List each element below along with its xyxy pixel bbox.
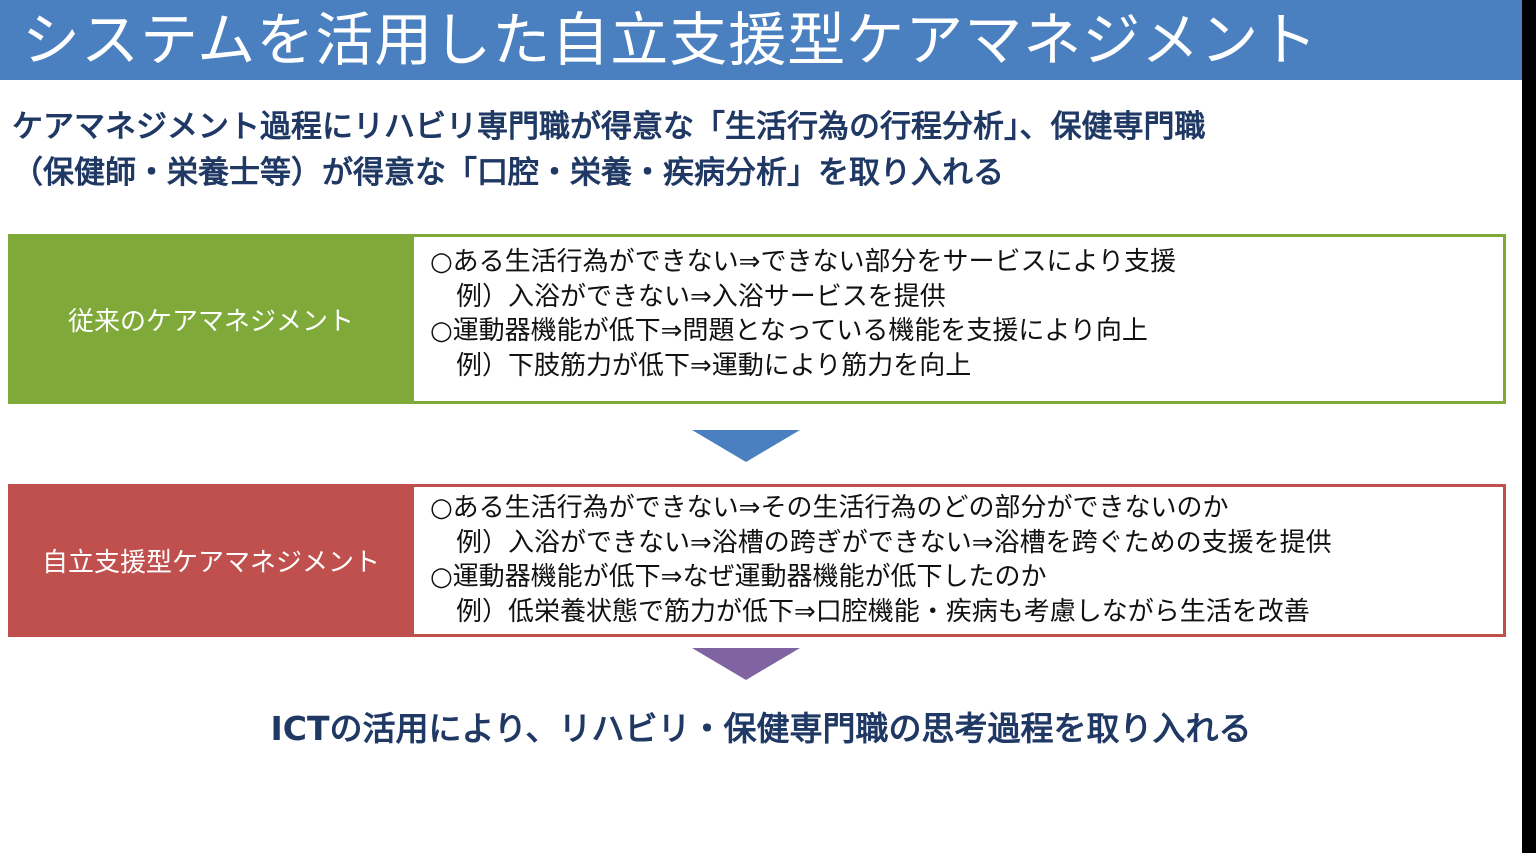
traditional-care-management-label: 従来のケアマネジメント bbox=[67, 306, 354, 337]
title-bar: システムを活用した自立支援型ケアマネジメント bbox=[0, 0, 1522, 80]
independence-care-management-row: 自立支援型ケアマネジメント ○ある生活行為ができない⇒その生活行為のどの部分がで… bbox=[8, 484, 1506, 637]
subtitle: ケアマネジメント過程にリハビリ専門職が得意な「生活行為の行程分析」、保健専門職 … bbox=[12, 104, 1512, 196]
description-line: 例）下肢筋力が低下⇒運動により筋力を向上 bbox=[456, 350, 972, 381]
description-line: 例）入浴ができない⇒入浴サービスを提供 bbox=[456, 281, 946, 312]
independence-care-management-label: 自立支援型ケアマネジメント bbox=[41, 548, 380, 578]
slide-title: システムを活用した自立支援型ケアマネジメント bbox=[22, 6, 1319, 74]
subtitle-line-2: （保健師・栄養士等）が得意な「口腔・栄養・疾病分析」を取り入れる bbox=[12, 155, 1004, 191]
description-line: 例）入浴ができない⇒浴槽の跨ぎができない⇒浴槽を跨ぐための支援を提供 bbox=[456, 527, 1332, 558]
description-line: 例）低栄養状態で筋力が低下⇒口腔機能・疾病も考慮しながら生活を改善 bbox=[456, 596, 1310, 627]
description-line: ○ある生活行為ができない⇒その生活行為のどの部分ができないのか bbox=[430, 493, 1229, 523]
description-line: ○運動器機能が低下⇒問題となっている機能を支援により向上 bbox=[430, 316, 1148, 346]
down-arrow-icon bbox=[692, 430, 800, 462]
independence-care-management-description: ○ある生活行為ができない⇒その生活行為のどの部分ができないのか 例）入浴ができな… bbox=[414, 484, 1506, 637]
subtitle-line-1: ケアマネジメント過程にリハビリ専門職が得意な「生活行為の行程分析」、保健専門職 bbox=[12, 109, 1206, 145]
description-line: ○ある生活行為ができない⇒できない部分をサービスにより支援 bbox=[430, 247, 1176, 277]
traditional-care-management-description: ○ある生活行為ができない⇒できない部分をサービスにより支援 例）入浴ができない⇒… bbox=[414, 234, 1506, 404]
conclusion-text: ICTの活用により、リハビリ・保健専門職の思考過程を取り入れる bbox=[270, 709, 1252, 748]
down-arrow-icon bbox=[692, 648, 800, 680]
traditional-care-management-row: 従来のケアマネジメント ○ある生活行為ができない⇒できない部分をサービスにより支… bbox=[8, 234, 1506, 404]
description-line: ○運動器機能が低下⇒なぜ運動器機能が低下したのか bbox=[430, 562, 1047, 592]
